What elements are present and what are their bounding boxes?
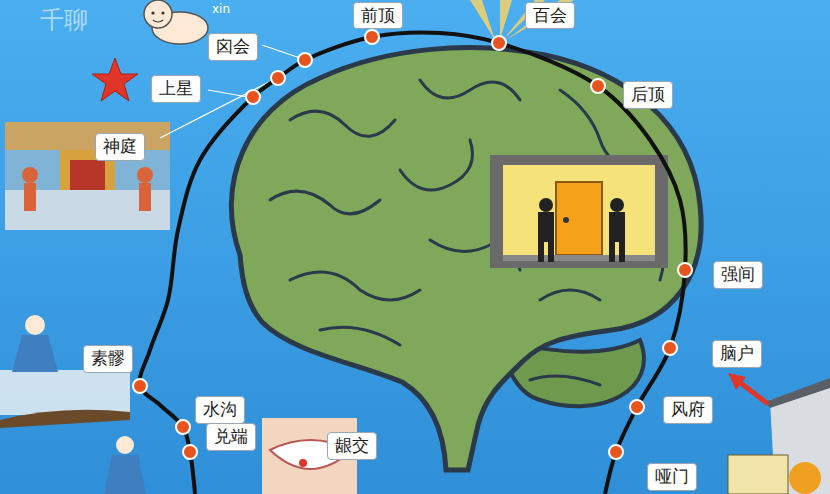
point-name: 强间 [721,264,755,284]
point-label-box: 百会 [525,2,575,29]
acupoint-dot [678,263,692,277]
point-name: 龈交 [335,435,369,455]
point-name: 素髎 [91,348,125,368]
point-name: 囟会 [216,36,250,56]
acupoint-dot [176,420,190,434]
point-label-box: 前顶 [353,2,403,29]
acupoint-dot [246,90,260,104]
point-label-box: 强间 [713,261,763,288]
point-label-box: 哑门 [647,463,697,490]
pinyin-note: xin [212,2,230,16]
acupoint-dot [630,400,644,414]
meridian-path [140,33,686,494]
acupoint-dot [663,341,677,355]
point-name: 前顶 [361,5,395,25]
acupoint-dot [591,79,605,93]
pointer-arrow [728,373,768,404]
point-name: 百会 [533,5,567,25]
baby-figure [144,0,208,44]
point-name: 神庭 [103,136,137,156]
light-rays [470,0,574,40]
point-label-box: 兑端 [206,423,256,450]
point-label-box: 脑户 [712,340,762,367]
point-label-box: 水沟 [195,396,245,423]
watermark: 千聊 [40,4,88,36]
star-icon [92,58,138,101]
point-name: 水沟 [203,399,237,419]
lady-figures [0,315,146,494]
acupoint-dot [609,445,623,459]
brain [231,48,701,470]
acupoint-dot [133,379,147,393]
point-label-box: 风府 [663,396,713,423]
point-name: 脑户 [720,343,754,363]
meridian-line [133,30,692,494]
point-name: 后顶 [631,84,665,104]
point-name: 兑端 [214,426,248,446]
acupoint-dot [183,445,197,459]
point-label-box: 囟会 [208,33,258,60]
acupoint-dot [365,30,379,44]
point-label-box: 龈交 [327,432,377,459]
building [728,378,830,494]
point-label-box: 神庭 [95,133,145,160]
acupoint-dot [492,36,506,50]
door-with-guards [490,155,668,268]
point-label-box: 素髎 [83,345,133,372]
shrine-picture [5,122,170,230]
point-name: 上星 [159,78,193,98]
acupoint-dot [298,53,312,67]
acupoint-dot [271,71,285,85]
point-name: 哑门 [655,466,689,486]
point-label-box: 上星 [151,75,201,102]
point-name: 风府 [671,399,705,419]
point-label-box: 后顶 [623,81,673,108]
